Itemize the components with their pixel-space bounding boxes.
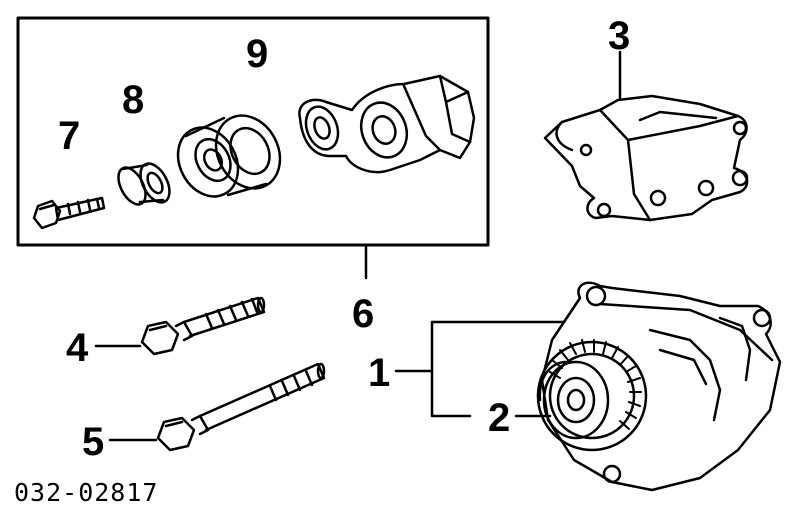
callout-1: 1 <box>368 351 391 395</box>
bolt-part-7 <box>32 196 106 230</box>
alternator-part-1 <box>536 281 782 492</box>
tensioner-part-6 <box>298 74 476 174</box>
callout-2: 2 <box>488 396 511 440</box>
callout-4: 4 <box>66 326 89 370</box>
callout-9: 9 <box>246 32 269 76</box>
callout-8: 8 <box>122 78 145 122</box>
bracket-part-3 <box>543 94 749 222</box>
tensioner-assembly-box <box>16 16 490 247</box>
leader-line-1-2 <box>394 320 566 418</box>
callout-3: 3 <box>608 14 631 58</box>
bolt-part-5 <box>156 362 326 452</box>
bolt-part-4 <box>140 296 266 356</box>
callout-7: 7 <box>58 114 81 158</box>
drawing-code: 032-02817 <box>14 478 159 507</box>
pulley-part-9 <box>176 114 282 198</box>
bearing-part-8 <box>117 162 171 206</box>
callout-6: 6 <box>352 292 375 336</box>
callout-5: 5 <box>82 420 105 464</box>
